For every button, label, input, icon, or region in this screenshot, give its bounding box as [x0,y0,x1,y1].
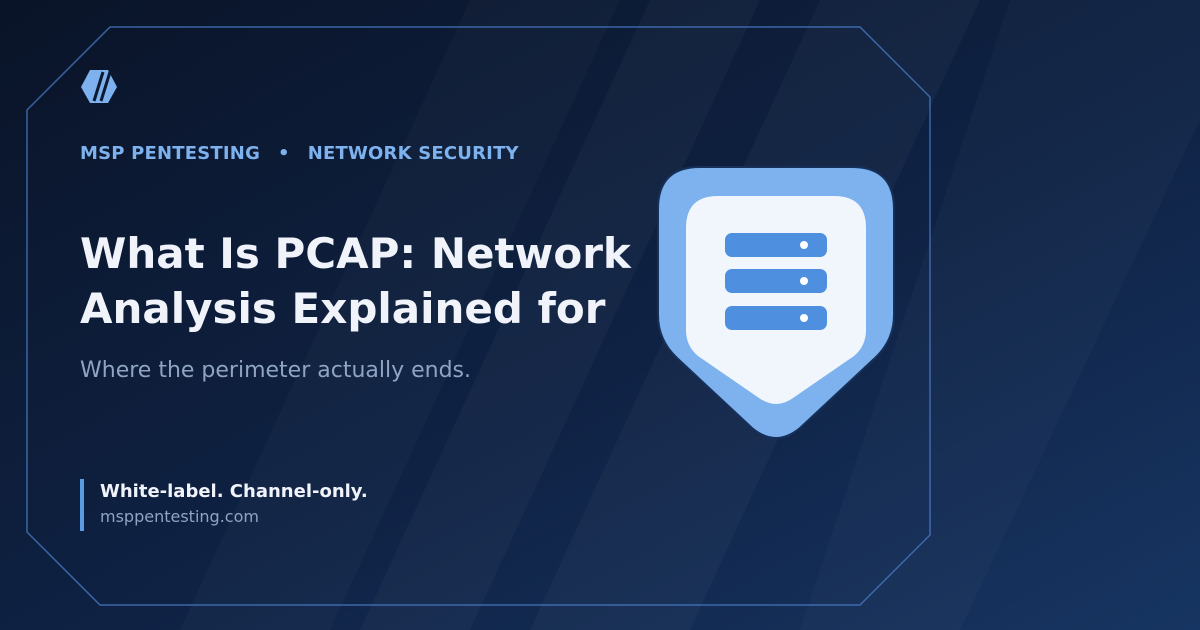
card-frame [26,26,931,606]
server-rack-unit [725,269,827,293]
eyebrow-separator: • [278,143,290,164]
page-title-line-2: Analysis Explained for [80,284,606,333]
server-led [800,314,808,322]
server-led [800,241,808,249]
server-rack-unit [725,233,827,257]
site-url: msppentesting.com [100,507,259,526]
server-led [800,277,808,285]
page-title: What Is PCAP: Network Analysis Explained… [80,226,640,336]
slashed-hexagon-logo-icon [81,70,117,103]
server-rack-unit [725,306,827,330]
shield-server-icon [657,166,895,439]
page-title-line-1: What Is PCAP: Network [80,229,631,278]
page-subtitle: Where the perimeter actually ends. [80,358,472,383]
category-label: NETWORK SECURITY [307,143,519,164]
category-eyebrow: MSP PENTESTING • NETWORK SECURITY [80,143,519,164]
brand-label: MSP PENTESTING [80,143,261,164]
tagline-text: White-label. Channel-only. [100,481,368,502]
tagline-block: White-label. Channel-only. msppentesting… [80,479,368,531]
